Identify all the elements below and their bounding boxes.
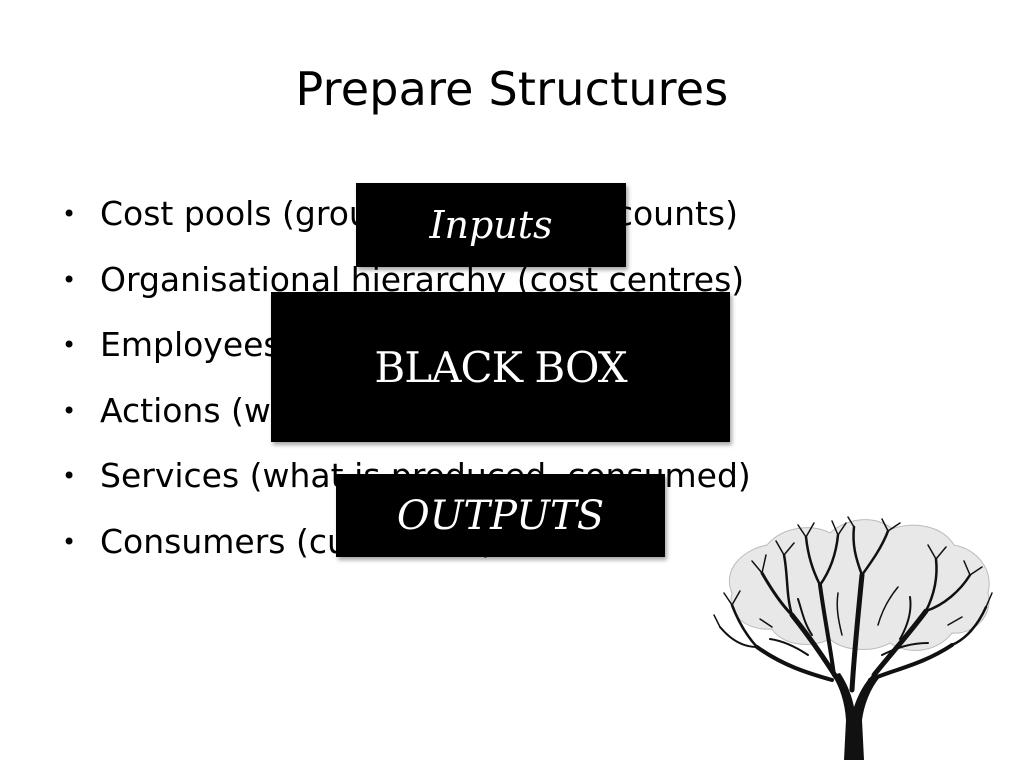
black-box: BLACK BOX	[271, 292, 730, 442]
bullet-marker: •	[62, 265, 77, 294]
slide-title: Prepare Structures	[295, 62, 729, 116]
bullet-marker: •	[62, 462, 77, 490]
bullet-marker: •	[62, 396, 77, 425]
inputs-box: Inputs	[356, 183, 626, 267]
bullet-marker: •	[62, 200, 77, 228]
bare-tree-icon	[713, 516, 993, 760]
bullet-marker: •	[62, 331, 77, 359]
outputs-box: OUTPUTS	[336, 474, 665, 557]
bullet-marker: •	[62, 527, 77, 556]
